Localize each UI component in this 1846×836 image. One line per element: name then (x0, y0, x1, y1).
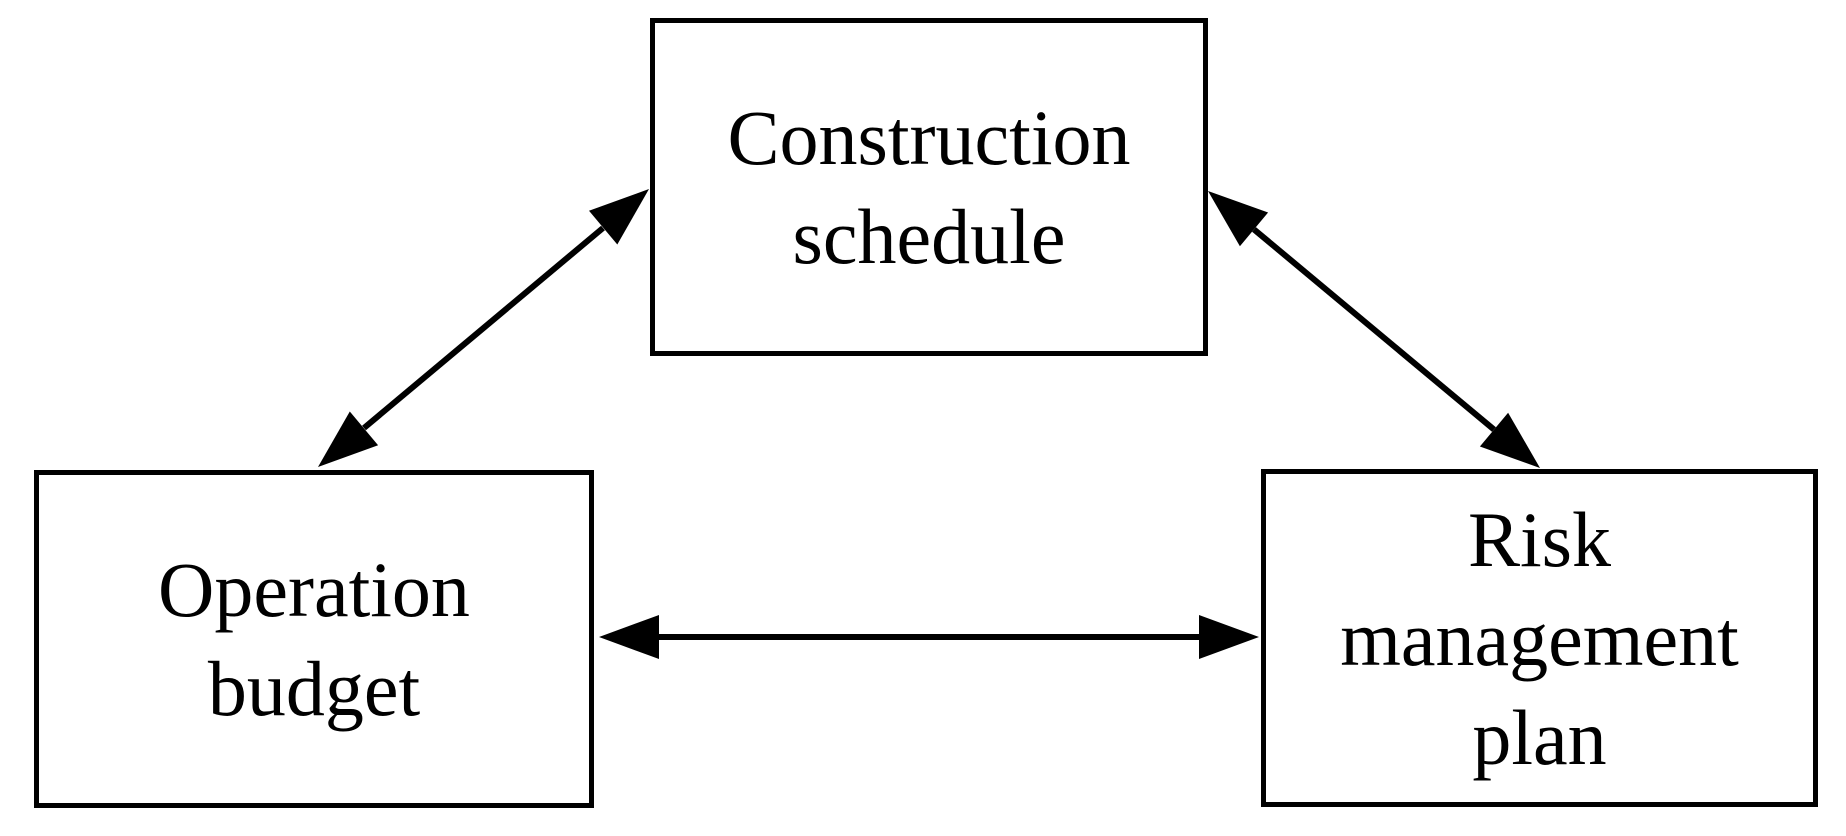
arrowhead-to-operation-icon (599, 615, 659, 659)
arrowhead-to-operation-icon (318, 411, 379, 467)
node-risk-management-plan-label: Risk management plan (1340, 495, 1739, 781)
arrowhead-to-construction-icon (589, 189, 649, 245)
node-construction-schedule-label: Construction schedule (727, 94, 1131, 280)
arrow-operation-construction (318, 189, 649, 467)
arrowhead-to-risk-icon (1479, 412, 1540, 468)
node-construction-schedule: Construction schedule (650, 18, 1208, 356)
arrowhead-to-construction-icon (1208, 191, 1269, 247)
arrow-construction-risk (1208, 191, 1540, 468)
node-risk-management-plan: Risk management plan (1261, 469, 1818, 807)
arrowhead-to-risk-icon (1199, 615, 1259, 659)
node-operation-budget: Operation budget (34, 470, 594, 808)
arrow-shaft (1252, 227, 1496, 432)
arrow-operation-risk (599, 615, 1259, 659)
node-operation-budget-label: Operation budget (158, 546, 470, 732)
arrow-shaft (362, 225, 605, 431)
